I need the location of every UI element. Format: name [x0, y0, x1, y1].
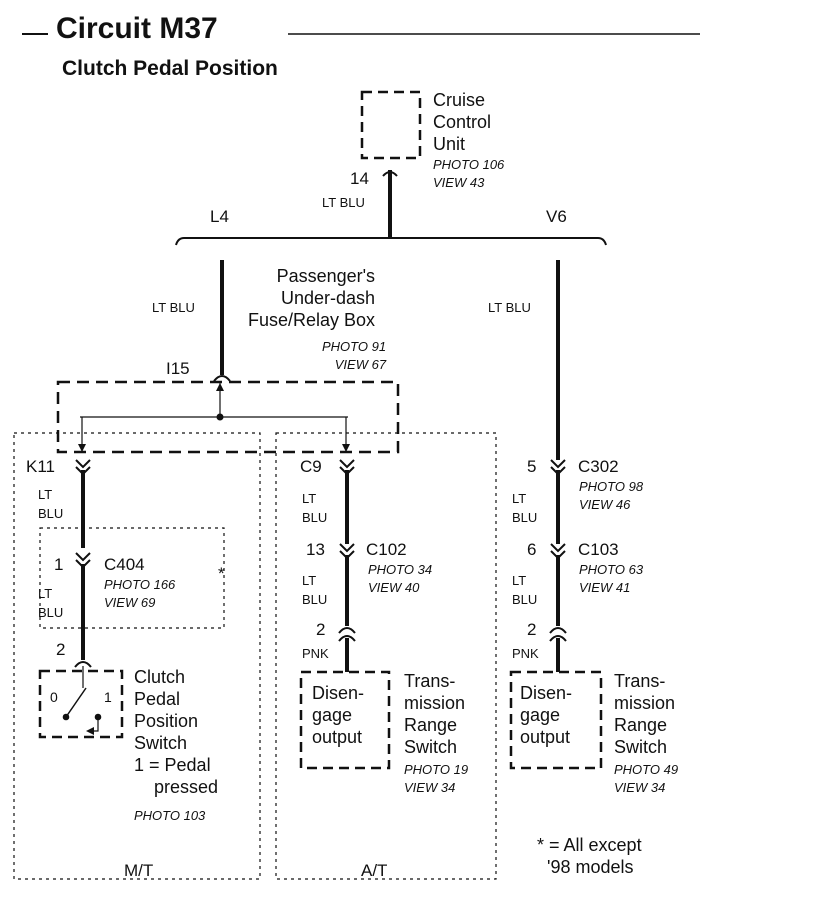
v6-c302-pin: 5 [527, 457, 537, 476]
at-switch-label: Trans- mission Range Switch [404, 671, 466, 757]
fuse-box-pin: I15 [166, 359, 190, 378]
branch-v6-label: V6 [546, 207, 567, 226]
v6-wire-2: LT BLU [512, 573, 538, 607]
v6-c103-label: C103 [578, 540, 619, 559]
v6-c302-photo: PHOTO 98 VIEW 46 [579, 479, 644, 512]
at-switch-wire: PNK [302, 646, 329, 661]
mt-switch-photo: PHOTO 103 [134, 808, 206, 823]
page-title: Circuit M37 [56, 12, 218, 45]
mt-wire-2: LT BLU [38, 586, 64, 620]
fuse-box-wire-in: LT BLU [152, 300, 195, 315]
cruise-unit-photo: PHOTO 106 VIEW 43 [433, 157, 505, 190]
mt-switch-contact-1: 1 [104, 689, 112, 705]
v6-c103-photo: PHOTO 63 VIEW 41 [579, 562, 644, 595]
v6-switch-photo: PHOTO 49 VIEW 34 [614, 762, 679, 795]
at-switch-pin: 2 [316, 620, 326, 639]
footnote: * = All except '98 models [537, 835, 642, 877]
v6-output-label: Disen- gage output [520, 683, 573, 747]
v6-switch-wire: PNK [512, 646, 539, 661]
bus-line [175, 237, 607, 246]
at-switch-box [299, 670, 391, 770]
connector-i15 [213, 375, 231, 382]
clutch-switch-box [38, 669, 124, 739]
mt-c404-note: * [218, 564, 225, 583]
arrow-fuse-left [78, 444, 86, 452]
mt-c404-label: C404 [104, 555, 145, 574]
mt-wire-1: LT BLU [38, 487, 64, 521]
mt-switch-pin: 2 [56, 640, 66, 659]
arrow-fuse-right [342, 444, 350, 452]
at-section-box [275, 432, 497, 880]
mt-section-label: M/T [124, 861, 154, 880]
mt-connector-label: K11 [26, 457, 55, 476]
fuse-box-photo: PHOTO 91 VIEW 67 [322, 339, 387, 372]
at-wire-1: LT BLU [302, 491, 328, 525]
switch-blade [65, 687, 87, 718]
connector-c103-bottom [549, 627, 567, 642]
v6-switch-box [509, 670, 603, 770]
v6-switch-label: Trans- mission Range Switch [614, 671, 676, 757]
cruise-control-unit-box [360, 90, 422, 160]
cruise-unit-pin: 14 [350, 169, 369, 188]
c404-box [39, 527, 225, 629]
mt-switch-label: Clutch Pedal Position Switch 1 = Pedal p… [134, 667, 219, 797]
mt-section-box [13, 432, 261, 880]
at-switch-photo: PHOTO 19 VIEW 34 [404, 762, 469, 795]
connector-switch-mt [74, 661, 92, 668]
at-connector-label: C9 [300, 457, 322, 476]
mt-c404-pin: 1 [54, 555, 64, 574]
v6-c103-pin: 6 [527, 540, 537, 559]
arrow-fuse-up [216, 383, 224, 391]
page-subtitle: Clutch Pedal Position [62, 57, 278, 80]
cruise-unit-label: Cruise Control Unit [433, 90, 492, 154]
arrow-switch-out [86, 727, 94, 735]
v6-wire-top: LT BLU [488, 300, 531, 315]
at-c102-photo: PHOTO 34 VIEW 40 [368, 562, 433, 595]
connector-14 [382, 171, 398, 177]
branch-l4-label: L4 [210, 207, 229, 226]
mt-switch-contact-0: 0 [50, 689, 58, 705]
fuse-box-label: Passenger's Under-dash Fuse/Relay Box [248, 266, 376, 330]
at-output-label: Disen- gage output [312, 683, 365, 747]
mt-c404-photo: PHOTO 166 VIEW 69 [104, 577, 176, 610]
connector-c102-bottom [338, 627, 356, 642]
at-c102-label: C102 [366, 540, 407, 559]
at-c102-pin: 13 [306, 540, 325, 559]
fuse-relay-box [56, 380, 400, 454]
v6-switch-pin: 2 [527, 620, 537, 639]
v6-wire-1: LT BLU [512, 491, 538, 525]
at-section-label: A/T [361, 861, 388, 880]
at-wire-2: LT BLU [302, 573, 328, 607]
v6-c302-label: C302 [578, 457, 619, 476]
cruise-unit-wire: LT BLU [322, 195, 365, 210]
